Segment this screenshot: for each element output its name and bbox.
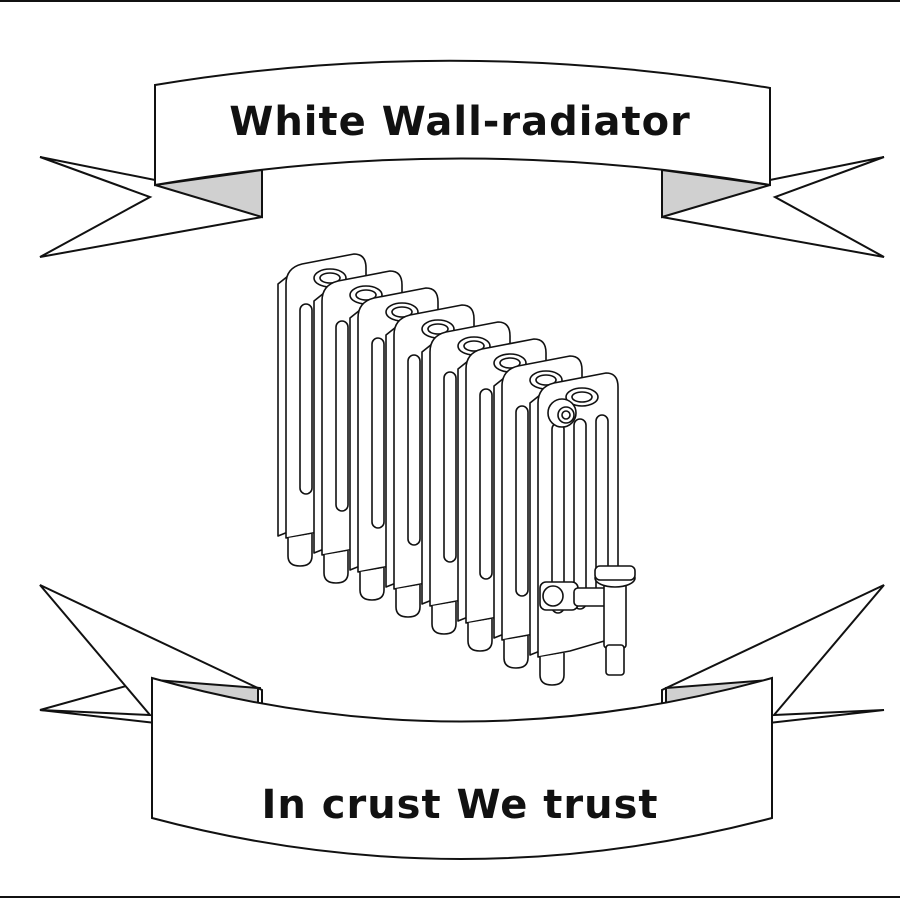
top-banner-title: White Wall-radiator [229, 99, 691, 145]
bottom-banner-title: In crust We trust [261, 782, 658, 828]
radiator-icon [277, 253, 619, 686]
top-banner-ribbon [154, 59, 771, 187]
valve-handle [594, 565, 636, 581]
valve-nut [542, 585, 564, 607]
radiator-valve-icon [539, 565, 636, 676]
valve-pipe [605, 644, 625, 676]
valve-stem [603, 579, 627, 649]
bleed-valve-icon [547, 398, 577, 428]
bottom-banner-ribbon [151, 676, 773, 860]
bottom-banner [39, 584, 885, 860]
top-banner [39, 59, 885, 258]
